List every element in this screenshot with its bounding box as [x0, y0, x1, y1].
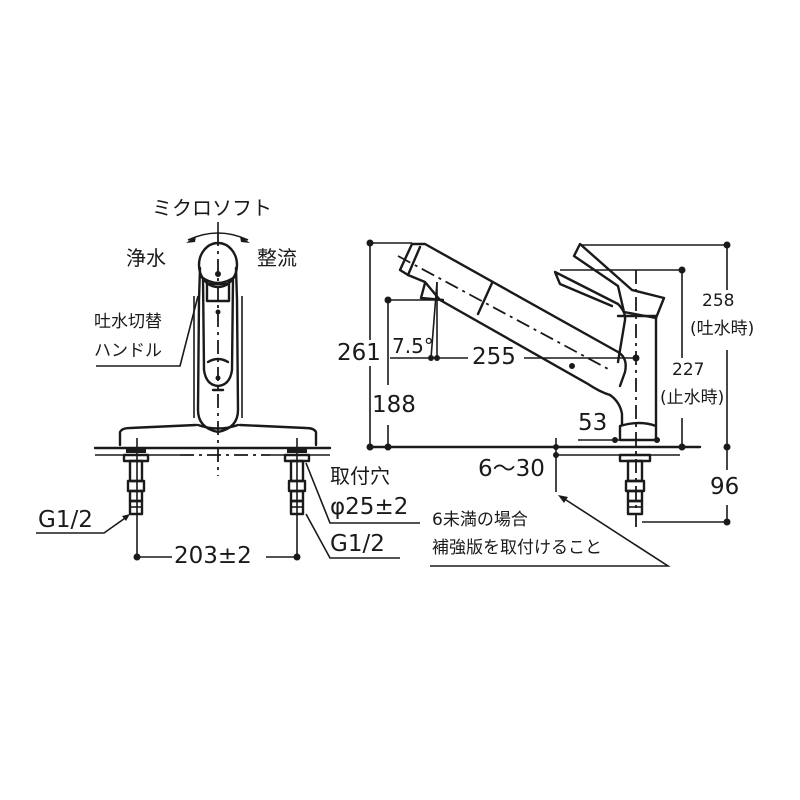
- spout-height-dimension: 188: [372, 392, 416, 418]
- front-view-faucet: [93, 222, 332, 555]
- front-view-dimensions: [36, 295, 420, 561]
- spout-angle-dimension: 7.5°: [392, 334, 434, 358]
- spout-switch-handle-label-1: 吐水切替: [94, 312, 162, 332]
- reinforcement-note-line-2: 補強版を取付けること: [432, 538, 602, 558]
- base-diameter-dimension: 53: [578, 410, 608, 436]
- mounting-hole-diameter: φ25±2: [330, 494, 409, 520]
- lever-closed-note: (止水時): [660, 388, 725, 408]
- counter-thickness-dimension: 6～30: [478, 456, 545, 482]
- spout-switch-handle-label-2: ハンドル: [94, 341, 162, 361]
- reinforcement-note-line-1: 6未満の場合: [432, 510, 528, 530]
- side-view-dimensions: [366, 239, 731, 567]
- lever-closed-height-dimension: 227: [672, 360, 705, 380]
- spout-reach-dimension: 255: [472, 344, 516, 370]
- thread-size-right-label: G1/2: [330, 531, 385, 557]
- side-view-faucet: [368, 242, 702, 528]
- straight-flow-mode-label: 整流: [257, 246, 297, 270]
- mounting-hole-label: 取付穴: [330, 464, 390, 488]
- thread-size-left-label: G1/2: [38, 507, 93, 533]
- shank-length-dimension: 96: [710, 474, 740, 500]
- lever-open-height-dimension: 258: [702, 291, 735, 311]
- mounting-pitch-dimension: 203±2: [174, 543, 252, 569]
- microsoft-mode-label: ミクロソフト: [152, 196, 272, 220]
- total-height-dimension: 261: [337, 340, 381, 366]
- purified-water-mode-label: 浄水: [126, 246, 166, 270]
- lever-open-note: (吐水時): [690, 319, 755, 339]
